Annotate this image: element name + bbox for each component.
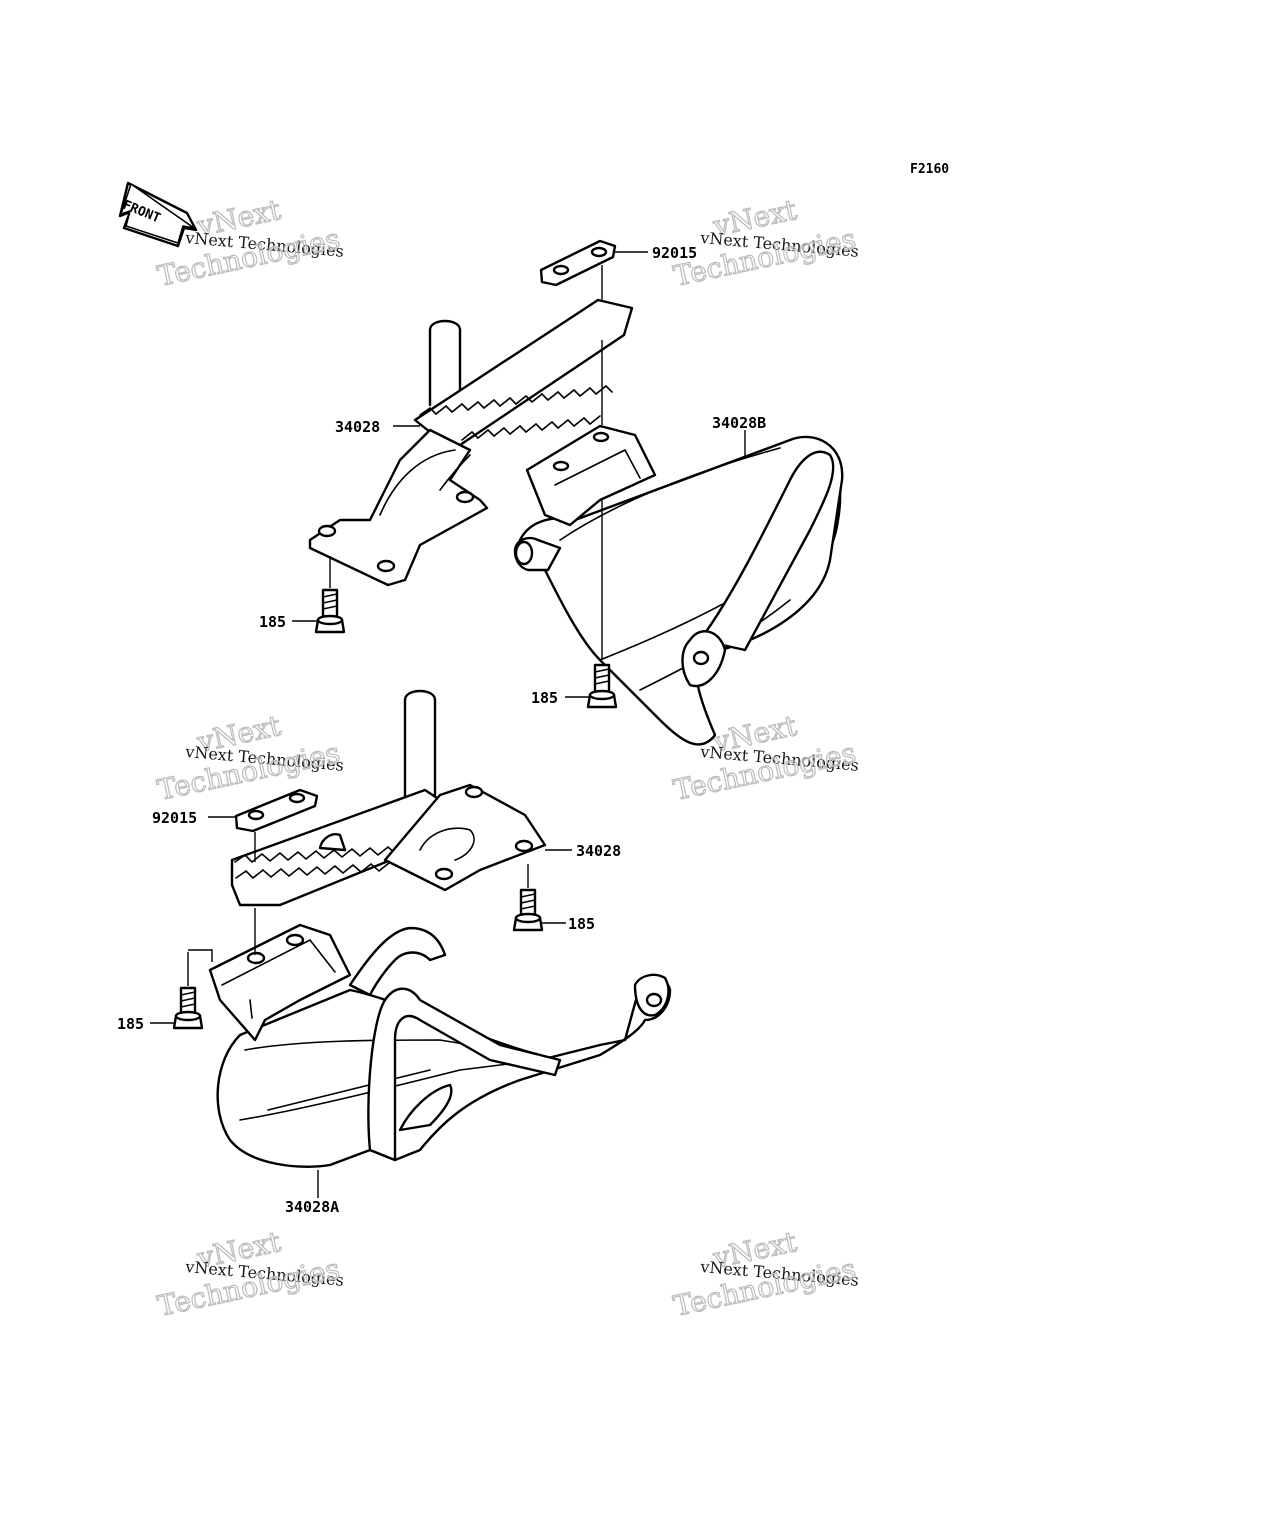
- label-lower-bolt-right: 185: [568, 915, 595, 933]
- front-arrow-icon: FRONT: [118, 181, 198, 248]
- watermark-top-right: vNext vNext Technologies Technologies: [670, 192, 860, 293]
- label-lower-washer: 92015: [152, 809, 197, 827]
- bracket-lower-34028a: [208, 923, 672, 1168]
- label-upper-step: 34028: [335, 418, 380, 436]
- washer-plate-upper-92015: [539, 239, 617, 287]
- bolt-lower-left-185: [172, 986, 204, 1030]
- washer-plate-lower-92015: [234, 788, 319, 833]
- watermark-top-left: vNext vNext Technologies Technologies: [154, 192, 345, 293]
- watermark-bottom-right: vNext vNext Technologies Technologies: [670, 1224, 860, 1323]
- bolt-upper-left-185: [314, 588, 346, 634]
- label-upper-washer: 92015: [652, 244, 697, 262]
- watermark-middle-left: vNext vNext Technologies Technologies: [154, 708, 345, 807]
- label-lower-bolt-left: 185: [117, 1015, 144, 1033]
- bracket-upper-34028b: [513, 424, 844, 746]
- label-upper-bolt-left: 185: [259, 613, 286, 631]
- footstep-lower-34028: [230, 689, 547, 907]
- label-lower-step: 34028: [576, 842, 621, 860]
- label-lower-bracket: 34028A: [285, 1198, 339, 1216]
- bolt-upper-right-185: [586, 663, 618, 709]
- figure-code: F2160: [910, 162, 949, 177]
- footstep-upper-34028: [308, 298, 634, 587]
- leader-lower-left-bolt-line: [188, 949, 213, 962]
- label-upper-bolt-right: 185: [531, 689, 558, 707]
- watermark-bottom-left: vNext vNext Technologies Technologies: [154, 1224, 345, 1323]
- bolt-lower-right-185: [512, 888, 544, 932]
- label-upper-bracket: 34028B: [712, 414, 766, 432]
